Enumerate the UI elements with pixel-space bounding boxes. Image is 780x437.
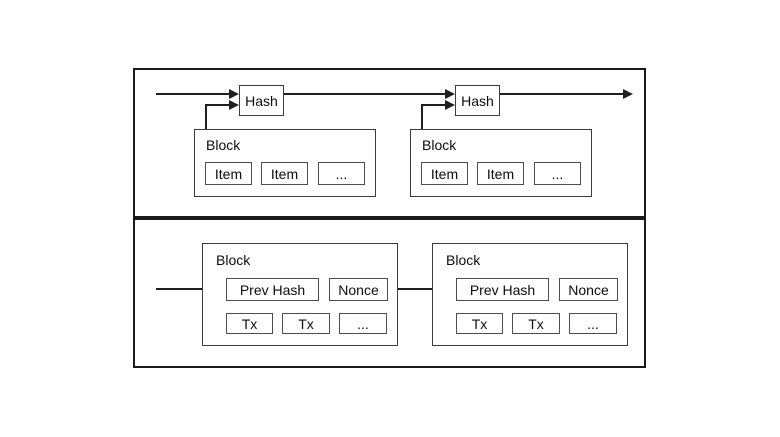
tx-label: Tx	[471, 315, 488, 332]
pow-block-2-label: Block	[446, 252, 481, 268]
pow-block-1-label: Block	[216, 252, 251, 268]
hash-box-1-label: Hash	[245, 92, 278, 109]
hash-box-2-label: Hash	[461, 92, 494, 109]
prev-hash-box: Prev Hash	[226, 278, 319, 301]
top-block-1-label: Block	[206, 137, 241, 153]
hash-box-1: Hash	[239, 85, 284, 116]
pow-block-1: Block Prev Hash Nonce Tx Tx ...	[202, 243, 398, 346]
hash1-to-hash2-line	[284, 93, 445, 95]
nonce-box: Nonce	[559, 278, 618, 301]
arrowhead-icon	[623, 89, 633, 99]
pow-block-2: Block Prev Hash Nonce Tx Tx ...	[432, 243, 628, 346]
top-block-1: Block Item Item ...	[194, 129, 376, 197]
item-label: Item	[486, 165, 515, 182]
ellipsis-label: ...	[587, 315, 599, 332]
tx-box: Tx	[512, 313, 560, 334]
item-label: Item	[214, 165, 243, 182]
item-label: Item	[270, 165, 299, 182]
block1-to-hash1-connector	[205, 104, 229, 106]
top-block-2: Block Item Item ...	[410, 129, 592, 197]
prev-hash-box: Prev Hash	[456, 278, 549, 301]
chain-input-line	[156, 93, 229, 95]
tx-label: Tx	[241, 315, 258, 332]
prev-hash-label: Prev Hash	[239, 281, 306, 298]
nonce-label: Nonce	[568, 281, 609, 298]
top-block-2-label: Block	[422, 137, 457, 153]
ellipsis-label: ...	[335, 165, 348, 182]
item-ellipsis-box: ...	[318, 162, 365, 185]
item-box: Item	[477, 162, 524, 185]
pow-input-line	[156, 288, 215, 290]
chain-output-line	[500, 93, 623, 95]
arrowhead-icon	[445, 89, 455, 99]
item-box: Item	[261, 162, 308, 185]
item-label: Item	[430, 165, 459, 182]
nonce-box: Nonce	[329, 278, 388, 301]
block1-to-hash1-connector	[205, 104, 207, 130]
block2-to-hash2-connector	[421, 104, 423, 130]
item-box: Item	[205, 162, 252, 185]
tx-ellipsis-box: ...	[339, 313, 387, 334]
tx-label: Tx	[298, 315, 314, 332]
arrowhead-icon	[445, 100, 455, 110]
ellipsis-label: ...	[357, 315, 369, 332]
tx-box: Tx	[282, 313, 330, 334]
item-ellipsis-box: ...	[534, 162, 581, 185]
tx-box: Tx	[456, 313, 503, 334]
nonce-label: Nonce	[338, 281, 379, 298]
pow-block1-to-block2-line	[398, 288, 443, 290]
block2-to-hash2-connector	[421, 104, 445, 106]
arrowhead-icon	[229, 89, 239, 99]
arrowhead-icon	[229, 100, 239, 110]
hash-box-2: Hash	[455, 85, 500, 116]
prev-hash-label: Prev Hash	[469, 281, 536, 298]
item-box: Item	[421, 162, 468, 185]
tx-ellipsis-box: ...	[569, 313, 617, 334]
tx-box: Tx	[226, 313, 273, 334]
ellipsis-label: ...	[551, 165, 564, 182]
tx-label: Tx	[528, 315, 544, 332]
